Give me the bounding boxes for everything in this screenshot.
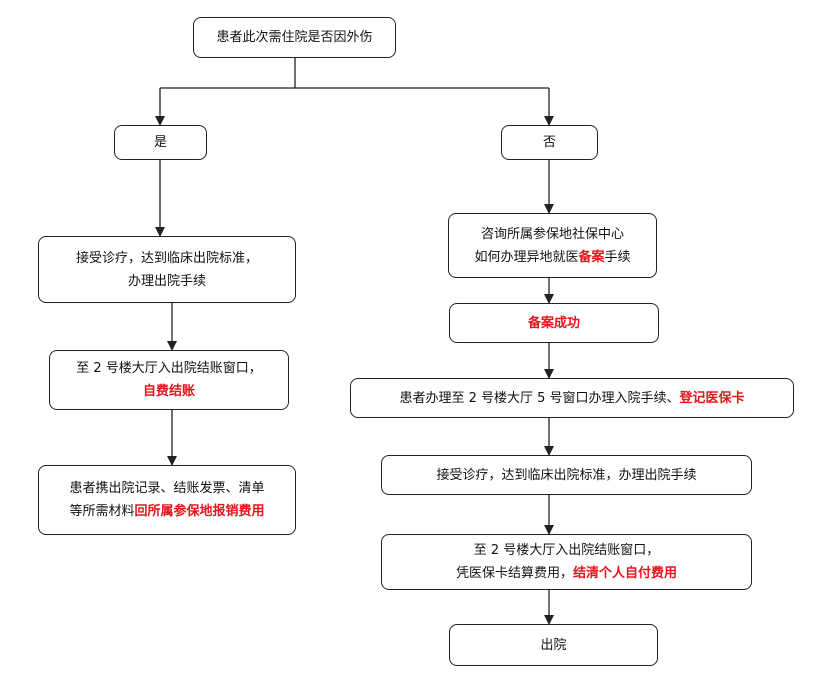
no-step2-highlight: 备案成功 — [527, 315, 580, 331]
no-step3-line: 患者办理至 2 号楼大厅 5 号窗口办理入院手续、登记医保卡 — [399, 387, 744, 410]
root-question-text: 患者此次需住院是否因外伤 — [216, 30, 373, 45]
yes-step2-box: 至 2 号楼大厅入出院结账窗口， 自费结账 — [49, 350, 289, 410]
yes-step3-line1: 患者携出院记录、结账发票、清单 — [69, 481, 265, 496]
no-step5-line1: 至 2 号楼大厅入出院结账窗口， — [473, 543, 660, 558]
discharge-label: 出院 — [540, 637, 567, 653]
no-step1-line1: 咨询所属参保地社保中心 — [480, 226, 624, 242]
yes-label: 是 — [153, 135, 167, 150]
no-step6-box: 出院 — [449, 624, 658, 666]
yes-step3-line2-highlight: 回所属参保地报销费用 — [134, 504, 265, 519]
yes-step3-line2-plain: 等所需材料 — [69, 504, 135, 519]
no-step1-line2-plain-a: 如何办理异地就医 — [474, 249, 579, 265]
no-step1-line2-highlight: 备案 — [578, 249, 605, 265]
no-box: 否 — [501, 125, 598, 160]
no-step5-line2: 凭医保卡结算费用，结清个人自付费用 — [456, 562, 677, 585]
no-step1-box: 咨询所属参保地社保中心 如何办理异地就医备案手续 — [448, 213, 657, 278]
no-step2-box: 备案成功 — [449, 303, 659, 343]
yes-box: 是 — [114, 125, 207, 160]
yes-step2-line1: 至 2 号楼大厅入出院结账窗口， — [76, 361, 262, 376]
yes-step3-line2: 等所需材料回所属参保地报销费用 — [69, 500, 264, 523]
no-step4-line1: 接受诊疗，达到临床出院标准，办理出院手续 — [436, 467, 697, 483]
yes-step1-line1: 接受诊疗，达到临床出院标准， — [75, 250, 258, 266]
no-step3-highlight: 登记医保卡 — [679, 390, 745, 406]
yes-step2-highlight: 自费结账 — [142, 384, 195, 399]
no-label: 否 — [542, 135, 556, 150]
no-step4-box: 接受诊疗，达到临床出院标准，办理出院手续 — [381, 455, 752, 495]
no-step1-line2-plain-b: 手续 — [604, 249, 631, 265]
no-step5-box: 至 2 号楼大厅入出院结账窗口， 凭医保卡结算费用，结清个人自付费用 — [381, 534, 752, 590]
yes-step1-line2: 办理出院手续 — [127, 273, 206, 289]
no-step5-line2-plain: 凭医保卡结算费用， — [455, 566, 573, 581]
no-step3-plain: 患者办理至 2 号楼大厅 5 号窗口办理入院手续、 — [399, 390, 680, 406]
no-step3-box: 患者办理至 2 号楼大厅 5 号窗口办理入院手续、登记医保卡 — [350, 378, 794, 418]
no-step1-line2: 如何办理异地就医备案手续 — [474, 246, 630, 269]
root-question-box: 患者此次需住院是否因外伤 — [193, 17, 396, 58]
yes-step3-box: 患者携出院记录、结账发票、清单 等所需材料回所属参保地报销费用 — [38, 465, 296, 535]
yes-step1-box: 接受诊疗，达到临床出院标准， 办理出院手续 — [38, 236, 296, 303]
no-step5-line2-highlight: 结清个人自付费用 — [573, 566, 678, 581]
